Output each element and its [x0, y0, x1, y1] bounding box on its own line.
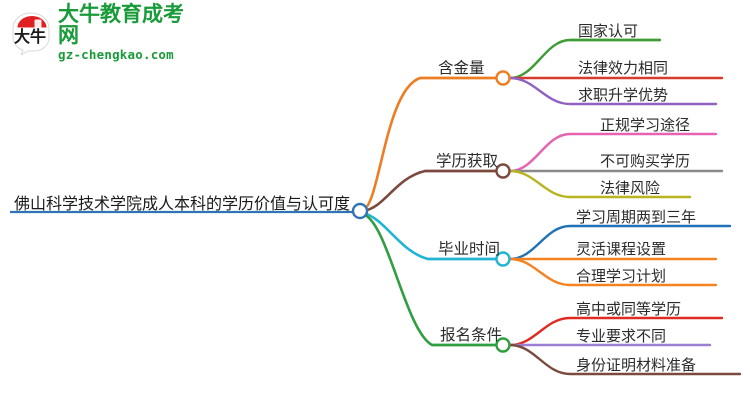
root-node-label[interactable]: 佛山科学技术学院成人本科的学历价值与认可度	[14, 194, 351, 213]
site-logo: 大牛 大牛教育成考网 gz-chengkao.com	[10, 4, 200, 61]
logo-subtitle: gz-chengkao.com	[58, 47, 174, 63]
branch-connector-3	[361, 211, 499, 261]
leaf-label-4-2[interactable]: 专业要求不同	[576, 327, 667, 345]
branch-node-circle-3[interactable]	[495, 251, 511, 267]
svg-text:大牛: 大牛	[14, 27, 46, 46]
leaf-label-2-3[interactable]: 法律风险	[600, 179, 661, 197]
root-node-circle[interactable]	[351, 202, 369, 220]
branch-node-circle-1[interactable]	[495, 70, 511, 86]
logo-title: 大牛教育成考网	[58, 2, 184, 48]
leaf-label-3-1[interactable]: 学习周期两到三年	[576, 208, 697, 226]
branch-node-circle-4[interactable]	[495, 337, 511, 353]
leaf-connector-2-3	[508, 169, 692, 199]
leaf-label-2-2[interactable]: 不可购买学历	[600, 152, 691, 170]
leaf-connector-1-3	[508, 76, 718, 106]
leaf-label-1-1[interactable]: 国家认可	[578, 22, 639, 40]
logo-mark-icon: 大牛	[10, 11, 52, 57]
branch-connector-1	[361, 76, 499, 212]
branch-label-3[interactable]: 毕业时间	[438, 240, 501, 258]
leaf-label-3-2[interactable]: 灵活课程设置	[576, 240, 667, 258]
leaf-label-4-1[interactable]: 高中或同等学历	[576, 300, 682, 318]
leaf-label-1-2[interactable]: 法律效力相同	[578, 59, 669, 77]
leaf-connector-2-1	[508, 132, 718, 173]
branch-label-2[interactable]: 学历获取	[436, 152, 499, 170]
leaf-label-2-1[interactable]: 正规学习途径	[600, 116, 691, 134]
branch-label-4[interactable]: 报名条件	[440, 326, 503, 344]
branch-connector-2	[361, 169, 499, 213]
leaf-connector-3-1	[508, 224, 732, 261]
branch-label-1[interactable]: 含金量	[438, 59, 485, 77]
leaf-label-3-3[interactable]: 合理学习计划	[576, 267, 667, 285]
leaf-connector-3-3	[508, 257, 718, 287]
leaf-connector-1-1	[508, 38, 662, 80]
logo-text-block: 大牛教育成考网 gz-chengkao.com	[58, 4, 200, 62]
leaf-label-1-3[interactable]: 求职升学优势	[578, 86, 669, 104]
branch-connector-4	[361, 212, 499, 347]
leaf-connector-4-3	[508, 343, 742, 376]
leaf-label-4-3[interactable]: 身份证明材料准备	[576, 356, 697, 374]
branch-node-circle-2[interactable]	[495, 163, 511, 179]
